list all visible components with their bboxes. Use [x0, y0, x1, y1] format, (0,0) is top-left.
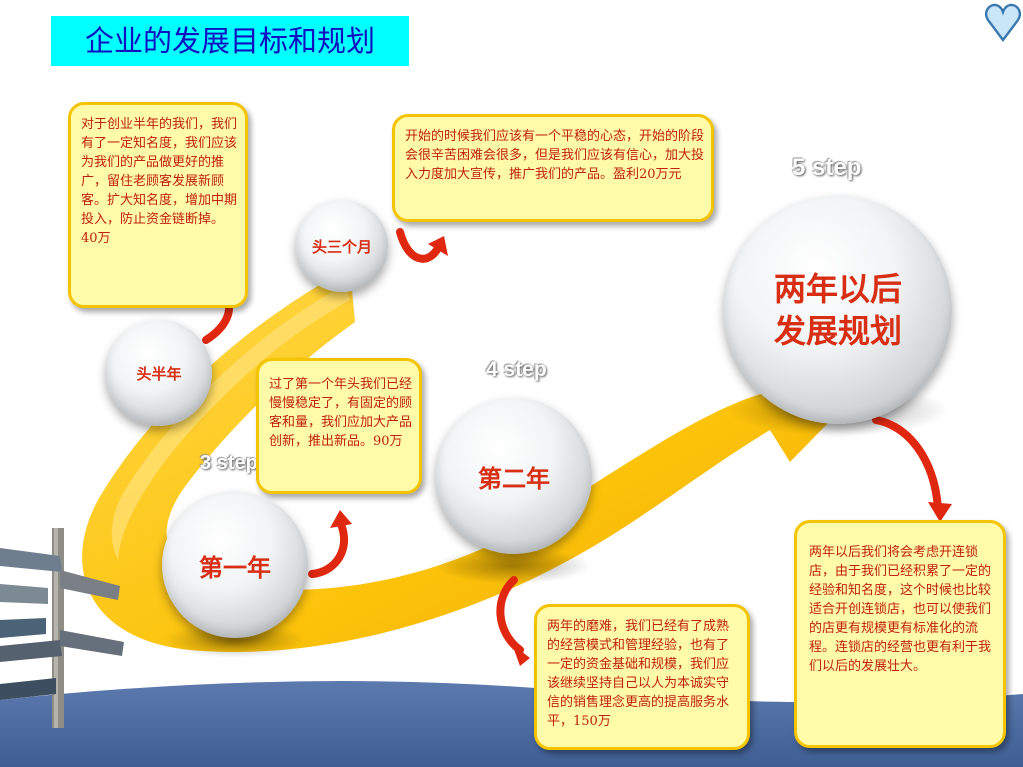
node-second-year-label: 第二年	[478, 464, 550, 493]
node-first-half-year: 头半年	[106, 320, 212, 426]
node-first-year: 第一年	[162, 492, 308, 638]
page-title: 企业的发展目标和规划	[51, 16, 409, 66]
step-label-4: 4 step	[486, 358, 547, 381]
step-label-5: 5 step	[792, 154, 862, 181]
node-first-half-year-label: 头半年	[136, 364, 182, 383]
note-three-months: 开始的时候我们应该有一个平稳的心态，开始的阶段会很辛苦困难会很多，但是我们应该有…	[392, 114, 714, 222]
note-second-year: 两年的磨难，我们已经有了成熟的经营模式和管理经验，也有了一定的资金基础和规模，我…	[534, 604, 750, 750]
node-after-two-years: 两年以后 发展规划	[724, 196, 952, 424]
note-first-year: 过了第一个年头我们已经慢慢稳定了，有固定的顾客和量，我们应加大产品创新，推出新品…	[256, 358, 422, 494]
signpost-icon	[0, 528, 124, 728]
note-half-year: 对于创业半年的我们，我们有了一定知名度，我们应该为我们的产品做更好的推广，留住老…	[68, 102, 248, 308]
node-second-year: 第二年	[436, 398, 592, 554]
ground-band	[0, 681, 1023, 767]
node-after-two-years-label-2: 发展规划	[773, 312, 902, 350]
note-after-two-years: 两年以后我们将会考虑开连锁店，由于我们已经积累了一定的经验和知名度，这个时候也比…	[794, 520, 1006, 748]
growth-arrow-highlight	[111, 285, 350, 560]
node-first-three-months: 头三个月	[296, 200, 388, 292]
heart-icon	[985, 3, 1021, 42]
step-label-3: 3 step	[200, 452, 258, 474]
node-first-year-label: 第一年	[199, 553, 271, 582]
node-first-three-months-label: 头三个月	[311, 237, 372, 256]
node-after-two-years-label-1: 两年以后	[773, 270, 902, 308]
